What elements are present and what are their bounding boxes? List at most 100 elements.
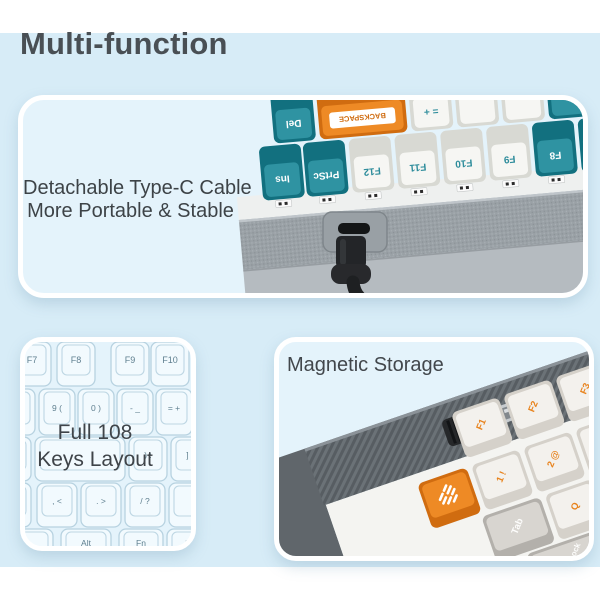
- svg-text:= +: = +: [168, 403, 180, 413]
- sketch-key-blank: . >: [80, 482, 122, 528]
- svg-text:▤: ▤: [185, 538, 191, 546]
- keycap-del: Del: [270, 100, 316, 144]
- keycap-f11: F11: [394, 132, 441, 189]
- keycap-blank: [453, 100, 499, 128]
- switch-socket: [548, 175, 566, 185]
- sketch-key-f10: F10: [150, 342, 190, 387]
- sketch-key-blank: [25, 528, 54, 546]
- svg-text:F11: F11: [409, 161, 427, 173]
- svg-text:Q: Q: [569, 501, 582, 512]
- svg-text:Fn: Fn: [136, 538, 146, 546]
- speed-lines-icon: [438, 484, 458, 505]
- svg-text:/ ?: / ?: [140, 496, 150, 506]
- sketch-key-0: 0 ): [77, 388, 115, 436]
- typec-caption: Detachable Type-C Cable More Portable & …: [23, 177, 252, 223]
- keycap-tab: Tab: [482, 498, 554, 556]
- keycap-blank: [499, 100, 545, 124]
- keycap-f9: F9: [486, 123, 532, 181]
- keycap-f10: F10: [440, 127, 486, 185]
- svg-text:F12: F12: [363, 165, 382, 177]
- card-detachable-type-c-cable: Del BACKSPACE = + Ins PrtSc F12 F11 F10 F9 F8 F7 D…: [18, 95, 588, 298]
- sketch-key-blank: [34, 436, 126, 482]
- switch-socket: [502, 179, 520, 189]
- sketch-key-alt: Alt: [60, 528, 112, 546]
- sketch-key-blank: ) :: [128, 436, 168, 482]
- switch-socket: [364, 191, 382, 201]
- switch-socket: [410, 187, 428, 197]
- typec-caption-line1: Detachable Type-C Cable: [23, 177, 252, 199]
- svg-text:= +: = +: [423, 105, 439, 117]
- keycap-q: Q: [546, 480, 589, 539]
- keycap-prtsc: PrtSc: [302, 140, 349, 197]
- svg-text:F10: F10: [454, 157, 473, 169]
- svg-text:1 !: 1 !: [494, 470, 508, 485]
- keycap-1: 1 !: [472, 450, 533, 510]
- sketch-key-blank: [25, 482, 32, 528]
- sketch-key-fn: Fn: [118, 528, 164, 546]
- keyboard-back-photo: Del BACKSPACE = + Ins PrtSc F12 F11 F10 F9 F8 F7: [236, 100, 583, 293]
- keycap-f12: F12: [348, 136, 395, 193]
- svg-text:F7: F7: [27, 355, 38, 365]
- svg-text:. >: . >: [96, 496, 106, 506]
- keycap-f1: F1: [452, 398, 513, 457]
- usb-c-cable: [331, 236, 371, 293]
- svg-text:Del: Del: [285, 117, 302, 129]
- keycap-2: 2 @: [524, 432, 585, 492]
- sketch-key-blank: - _: [116, 388, 154, 436]
- keycap-ins: Ins: [259, 143, 305, 201]
- keycap-blank: = +: [407, 100, 454, 132]
- keyboard-back-group: Del BACKSPACE = + Ins PrtSc F12 F11 F10 F9 F8 F7: [236, 100, 583, 293]
- svg-text:F9: F9: [503, 153, 516, 165]
- keycap-f3: F3: [556, 362, 589, 422]
- magnetic-caption: Magnetic Storage: [287, 354, 444, 376]
- sketch-key-s: ⇧ S: [168, 482, 191, 528]
- switch-socket: [456, 183, 474, 193]
- keycap-backspace: BACKSPACE: [316, 100, 408, 140]
- keycap-f2: F2: [504, 380, 565, 440]
- keyboard-layout-sketch: F7F8F9F10F19 (0 )- _= +|) :] }, <. >/ ?⇧…: [25, 342, 191, 546]
- layout-caption: Full 108 Keys Layout: [25, 419, 165, 473]
- svg-text:F1: F1: [474, 417, 489, 432]
- svg-text:F8: F8: [549, 149, 562, 161]
- svg-text:- _: - _: [130, 403, 140, 413]
- keycap-f8: F8: [532, 119, 578, 177]
- layout-caption-line1: Full 108: [57, 421, 133, 444]
- sketch-key-f8: F8: [56, 342, 96, 387]
- svg-text:9 (: 9 (: [52, 403, 62, 413]
- switch-socket: [275, 199, 293, 208]
- svg-text:F3: F3: [578, 382, 589, 397]
- svg-text:Alt: Alt: [81, 538, 92, 546]
- svg-text:F10: F10: [162, 355, 178, 365]
- sketch-key-blank: |: [25, 436, 32, 482]
- layout-caption-line2: Keys Layout: [37, 448, 153, 471]
- keycap-capslock: CapsLock: [527, 529, 589, 556]
- keycap-f7: F7: [577, 115, 583, 173]
- page-title: Multi-function: [20, 26, 228, 61]
- sketch-key-blank: ▤: [166, 528, 191, 546]
- svg-text:) :: ) :: [144, 450, 152, 460]
- svg-text:PrtSc: PrtSc: [312, 168, 339, 181]
- sketch-key-blank: ] }: [170, 436, 191, 482]
- keycap-blank: [418, 468, 481, 528]
- sketch-key-blank: [25, 388, 36, 436]
- typec-caption-line2: More Portable & Stable: [27, 200, 234, 222]
- switch-socket: [318, 195, 336, 205]
- sketch-key-blank: , <: [36, 482, 78, 528]
- svg-text:Ins: Ins: [274, 173, 290, 185]
- sketch-key-blank: / ?: [124, 482, 166, 528]
- sketch-key-blank: = +: [155, 388, 191, 436]
- svg-text:, <: , <: [52, 496, 62, 506]
- sketch-key-9: 9 (: [38, 388, 76, 436]
- svg-text:0 ): 0 ): [91, 403, 101, 413]
- svg-text:F8: F8: [71, 355, 82, 365]
- card-full-108-keys-layout: F7F8F9F10F19 (0 )- _= +|) :] }, <. >/ ?⇧…: [20, 337, 196, 551]
- svg-text:F2: F2: [526, 399, 540, 414]
- svg-text:BACKSPACE: BACKSPACE: [339, 111, 387, 124]
- sketch-key-f9: F9: [110, 342, 150, 387]
- keycap-blank: [545, 100, 583, 120]
- svg-text:F9: F9: [125, 355, 136, 365]
- svg-text:] }: ] }: [186, 450, 191, 460]
